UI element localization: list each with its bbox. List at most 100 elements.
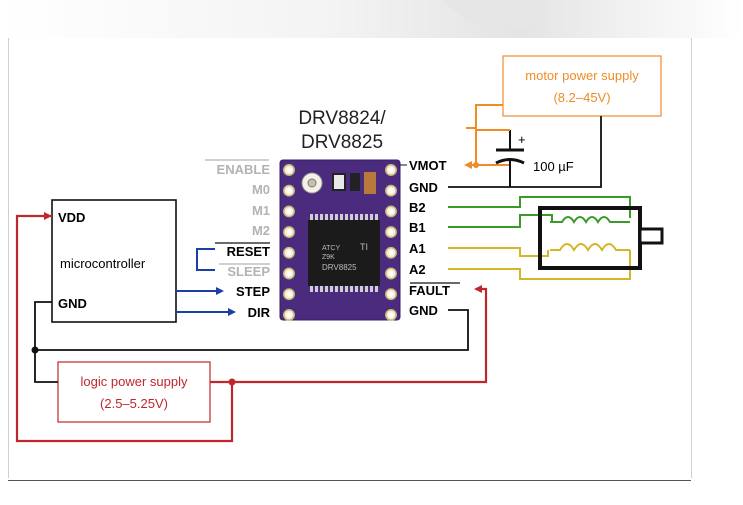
- ic-leg: [355, 286, 358, 292]
- logic-supply-line2: (2.5–5.25V): [100, 396, 168, 411]
- top-gradient: [0, 0, 743, 38]
- logic-vdd-wire: [15, 214, 234, 443]
- chip-marking-1: ATCY: [322, 245, 340, 252]
- pin-hole-center: [286, 188, 292, 194]
- ic-leg: [365, 214, 368, 220]
- motor-supply-feed: [466, 104, 503, 129]
- pin-m0-label: M0: [252, 182, 270, 197]
- pin-hole-center: [286, 271, 292, 276]
- pin-a1-label: A1: [409, 241, 426, 256]
- logic-junction: [228, 378, 236, 386]
- bottom-divider: [8, 480, 691, 481]
- ic-leg: [350, 286, 353, 292]
- pin-hole-center: [286, 250, 292, 256]
- ic-leg: [325, 214, 328, 220]
- ic-leg: [315, 214, 318, 220]
- logic-power-supply-box: [57, 361, 211, 423]
- ic-leg: [370, 286, 373, 292]
- ic-leg: [350, 214, 353, 220]
- top-photo-shape: [440, 0, 540, 30]
- mcu-gnd-label: GND: [58, 296, 87, 311]
- pin-hole-center: [388, 229, 394, 235]
- pin-b1-label: B1: [409, 220, 426, 235]
- pin-hole-center: [286, 209, 292, 214]
- chip-marking-2: Z9K: [322, 254, 335, 261]
- pin-gnd1-label: GND: [409, 180, 438, 195]
- pin-step-label: STEP: [236, 284, 270, 299]
- pin-gnd2-label: GND: [409, 303, 438, 318]
- logic-gnd-wire: [34, 301, 58, 383]
- pin-a2-label: A2: [409, 262, 426, 277]
- board-title-line1: DRV8824/: [298, 108, 386, 129]
- ic-leg: [325, 286, 328, 292]
- fault-wire: [210, 285, 488, 384]
- ic-leg: [330, 214, 333, 220]
- pin-enable-label: ENABLE: [217, 162, 271, 177]
- drv-board: ATCY Z9K DRV8825 TI: [279, 159, 401, 321]
- ic-leg: [345, 286, 348, 292]
- pin-hole-center: [286, 312, 292, 318]
- ic-leg: [375, 286, 378, 292]
- capacitor-polarity: +: [518, 132, 526, 147]
- pin-hole-center: [286, 167, 292, 173]
- capacitor-value: 100 µF: [533, 159, 574, 174]
- vmot-junction: [473, 162, 479, 168]
- pin-sleep-label: SLEEP: [227, 264, 270, 279]
- ic-leg: [320, 214, 323, 220]
- ic-leg: [340, 286, 343, 292]
- chip-marking-3: DRV8825: [322, 263, 357, 272]
- diagram-frame: [8, 38, 692, 478]
- pin-m2-label: M2: [252, 223, 270, 238]
- ic-leg: [335, 214, 338, 220]
- pin-hole-center: [388, 188, 394, 194]
- ic-leg: [330, 286, 333, 292]
- motor-supply-line1: motor power supply: [525, 68, 639, 83]
- mcu-vdd-label: VDD: [58, 210, 85, 225]
- pin-hole-center: [388, 167, 394, 173]
- ic-leg: [365, 286, 368, 292]
- vmot-wire: [464, 128, 477, 169]
- pin-hole-center: [388, 250, 394, 256]
- ic-leg: [360, 286, 363, 292]
- pin-dir-label: DIR: [248, 305, 271, 320]
- reset-sleep-jumper: [196, 248, 215, 271]
- capacitor-icon: [476, 129, 525, 187]
- ic-leg: [375, 214, 378, 220]
- microcontroller-box: [51, 199, 177, 323]
- ic-leg: [320, 286, 323, 292]
- motor-gnd-wire: [448, 116, 602, 188]
- ic-leg: [345, 214, 348, 220]
- motor-supply-line2: (8.2–45V): [553, 90, 610, 105]
- stepper-motor-icon: [538, 206, 664, 270]
- pin-reset-label: RESET: [227, 244, 270, 259]
- b1-wire: [448, 214, 553, 228]
- motor-power-supply-box: [502, 55, 662, 117]
- ic-leg: [310, 214, 313, 220]
- b2-wire: [448, 196, 631, 218]
- pin-hole-center: [286, 291, 292, 297]
- ic-leg: [355, 214, 358, 220]
- chip-marking-4: TI: [360, 242, 368, 252]
- pin-hole-center: [388, 271, 394, 276]
- logic-supply-line1: logic power supply: [81, 374, 188, 389]
- mcu-label: microcontroller: [60, 256, 146, 271]
- ic-leg: [315, 286, 318, 292]
- pin-vmot-label: VMOT: [409, 158, 447, 173]
- board-title-line2: DRV8825: [301, 132, 383, 153]
- a1-wire: [448, 247, 549, 257]
- pin-m1-label: M1: [252, 203, 270, 218]
- pin-fault-label: FAULT: [409, 283, 450, 298]
- ic-leg: [370, 214, 373, 220]
- board-gnd-wire: [35, 309, 469, 351]
- ic-leg: [310, 286, 313, 292]
- pin-hole-center: [286, 229, 292, 235]
- pin-hole-center: [388, 209, 394, 214]
- ic-leg: [340, 214, 343, 220]
- pin-hole-center: [388, 291, 394, 297]
- ic-leg: [360, 214, 363, 220]
- gnd-junction: [31, 346, 39, 354]
- ic-leg: [335, 286, 338, 292]
- pin-b2-label: B2: [409, 200, 426, 215]
- pin-hole-center: [388, 312, 394, 318]
